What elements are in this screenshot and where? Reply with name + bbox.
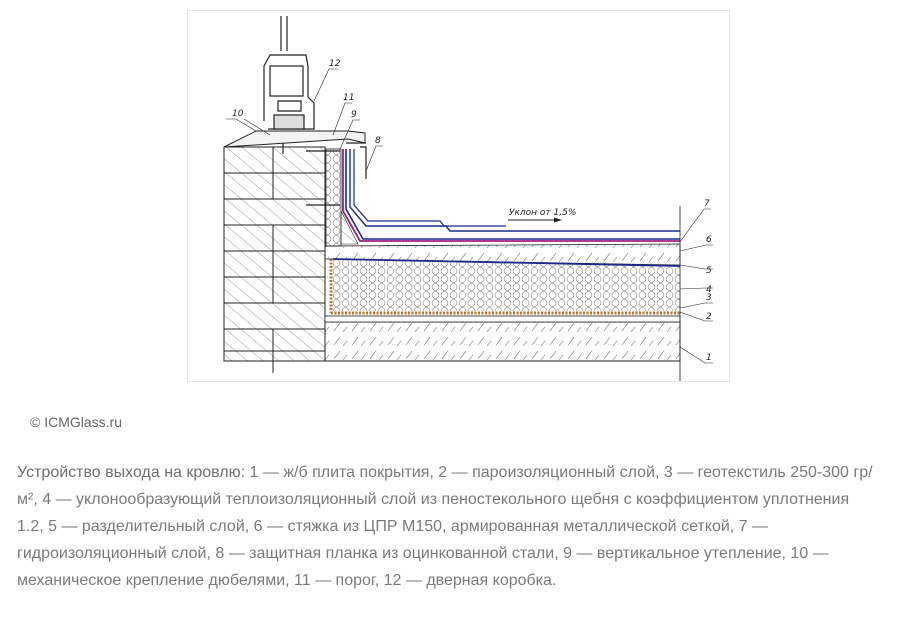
label-2: 2 — [706, 312, 712, 322]
caption-body: 1 — ж/б плита покрытия, 2 — пароизоляцио… — [17, 464, 873, 589]
callout-labels: 7 6 5 4 3 2 1 8 9 11 12 10 — [232, 59, 712, 363]
label-10: 10 — [232, 109, 244, 119]
leader-lines — [226, 68, 713, 364]
layer-4-foamglass — [333, 259, 680, 311]
figure-caption: Устройство выхода на кровлю: 1 — ж/б пли… — [17, 459, 877, 594]
caption-lead: Устройство выхода на кровлю: — [17, 464, 246, 481]
fillet — [340, 210, 359, 245]
label-4: 4 — [706, 285, 712, 295]
door-frame — [263, 16, 315, 130]
label-8: 8 — [375, 136, 381, 146]
layer-5-separation — [332, 258, 681, 267]
label-7: 7 — [704, 199, 710, 209]
vertical-insulation — [325, 148, 342, 247]
label-1: 1 — [706, 353, 712, 363]
threshold-sill — [223, 130, 366, 148]
technical-drawing-svg: Уклон от 1,5% 7 6 5 4 3 2 1 8 9 11 12 10 — [223, 16, 713, 381]
image-credit: © ICMGlass.ru — [30, 414, 122, 430]
label-5: 5 — [706, 266, 712, 276]
roof-exit-drawing: Уклон от 1,5% 7 6 5 4 3 2 1 8 9 11 12 10 — [187, 10, 730, 382]
label-3: 3 — [706, 293, 712, 303]
protective-flashing — [360, 146, 367, 179]
label-12: 12 — [329, 59, 341, 69]
label-11: 11 — [343, 93, 354, 103]
slope-label: Уклон от 1,5% — [509, 208, 576, 218]
layer-1-slab — [324, 321, 681, 362]
slope-arrowhead — [554, 217, 562, 223]
label-9: 9 — [351, 110, 357, 120]
brick-wall — [223, 146, 326, 373]
label-6: 6 — [706, 235, 712, 245]
layer-2-vapor-barrier — [324, 315, 681, 323]
layer-7-waterproofing — [342, 149, 680, 242]
